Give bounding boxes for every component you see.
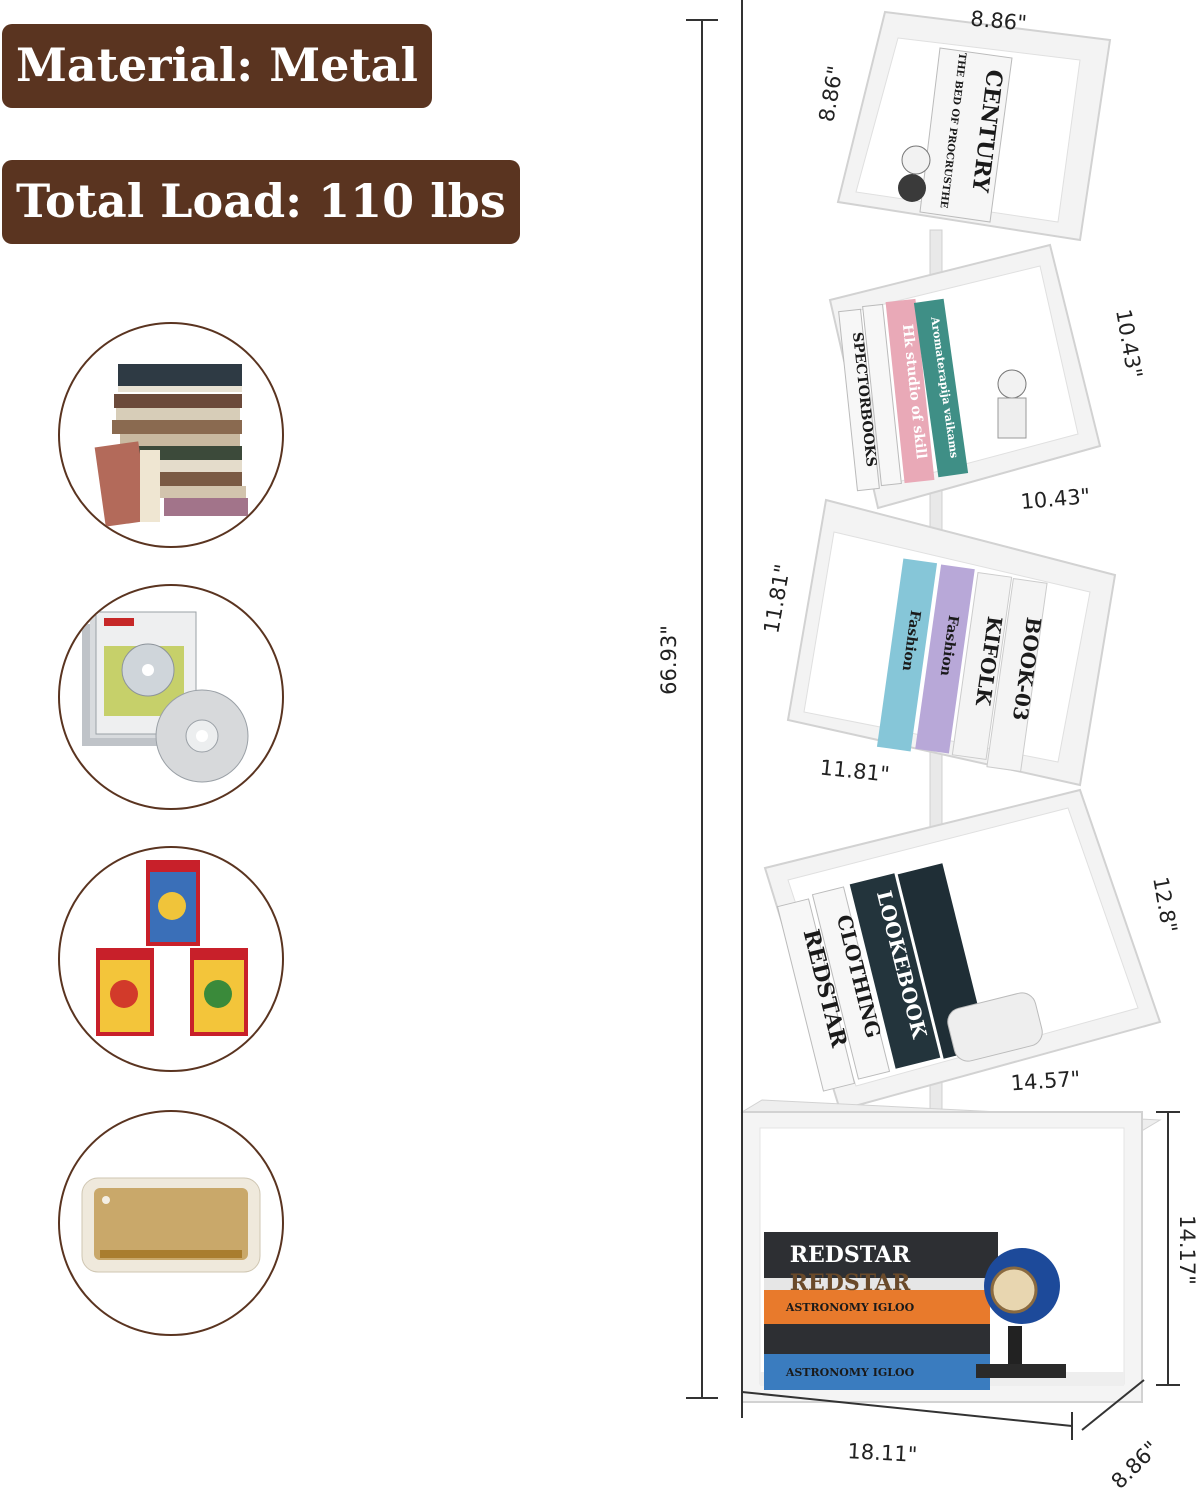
bookshelf-illustration: 66.93" CENTURY THE BED OF PROCRUSTHE SPE… xyxy=(657,0,1199,1494)
cube-1: CENTURY THE BED OF PROCRUSTHE xyxy=(836,10,1112,242)
base-width-label: 18.11" xyxy=(847,1439,918,1467)
base-height-dimension: 14.17" xyxy=(1156,1111,1199,1386)
book-spine: ASTRONOMY IGLOO xyxy=(785,1366,915,1379)
material-badge: Material: Metal xyxy=(2,24,432,108)
cube4-width-label: 14.57" xyxy=(1010,1067,1081,1096)
cube2-height-label: 10.43" xyxy=(1111,307,1147,380)
book-spine: REDSTAR xyxy=(790,1270,911,1296)
total-height-label: 66.93" xyxy=(657,625,681,695)
cube1-width-label: 8.86" xyxy=(969,7,1027,36)
cube3-width-label: 11.81" xyxy=(819,755,891,786)
base-cabinet: REDSTAR REDSTAR ASTRONOMY IGLOO ASTRONOM… xyxy=(740,1099,1162,1403)
cube-4: REDSTAR CLOTHING LOOKEBOOK xyxy=(763,788,1162,1112)
speaker-icon xyxy=(81,1177,261,1273)
base-width-dimension: 18.11" xyxy=(741,0,1073,1467)
cube4-height-label: 12.8" xyxy=(1148,875,1181,935)
games-use-circle xyxy=(58,846,284,1072)
game-cases-icon xyxy=(96,860,248,1036)
cd-case-icon xyxy=(82,611,249,783)
total-load-badge: Total Load: 110 lbs xyxy=(2,160,520,244)
total-height-dimension: 66.93" xyxy=(657,19,718,1399)
cube-3: Fashion Fashion KIFOLK BOOK-03 xyxy=(786,498,1117,787)
cube3-height-label: 11.81" xyxy=(759,562,795,635)
cube-2: SPECTORBOOKS Hk studio of skill Aromater… xyxy=(828,243,1102,510)
base-height-label: 14.17" xyxy=(1175,1215,1199,1285)
cd-use-circle xyxy=(58,584,284,810)
base-depth-label: 8.86" xyxy=(1107,1437,1164,1494)
speaker-use-circle xyxy=(58,1110,284,1336)
cube1-height-label: 8.86" xyxy=(814,64,847,124)
book-spine: ASTRONOMY IGLOO xyxy=(785,1301,915,1314)
cube2-width-label: 10.43" xyxy=(1020,484,1092,514)
book-spine: REDSTAR xyxy=(790,1242,911,1268)
books-use-circle xyxy=(58,322,284,548)
books-stack-icon xyxy=(94,364,248,527)
